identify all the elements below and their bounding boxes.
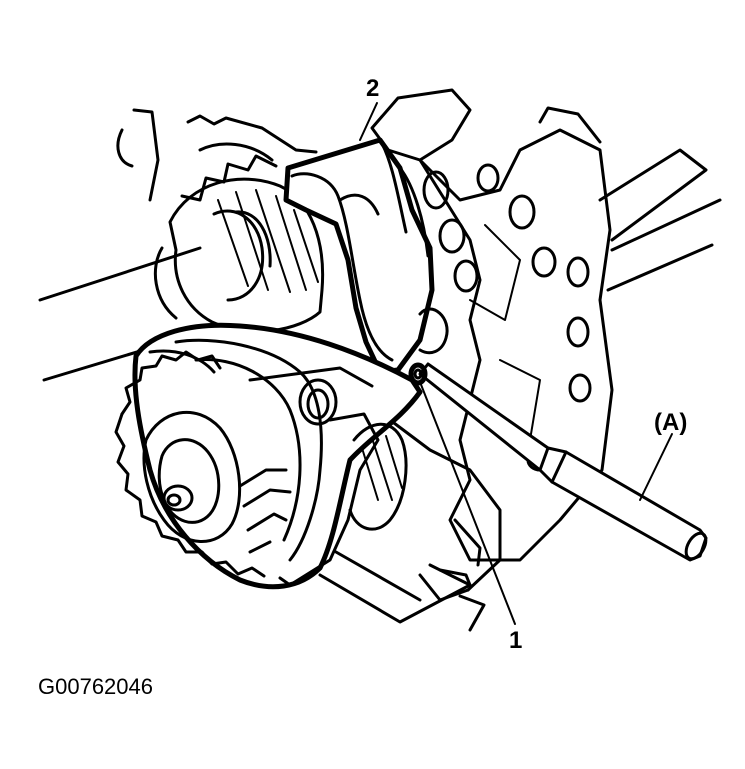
callout-part-2: 2 [366,75,379,102]
leader-lines [359,102,673,625]
helical-gear-lower [348,422,408,531]
leader-part-1 [419,381,516,625]
callout-tool-a: (A) [654,409,687,436]
figure-id: G00762046 [38,674,153,699]
spring-pin [408,362,428,386]
case-left-rear [116,108,318,202]
transmission-case [370,88,722,602]
pin-punch-tool [418,362,708,562]
leader-tool-a [639,433,673,501]
front-gear [114,350,292,578]
helical-gear-upper [168,154,325,333]
callout-part-1: 1 [509,627,522,654]
leader-part-2 [359,102,378,141]
base-rail [318,550,486,632]
synchronizer-hub [132,322,423,590]
